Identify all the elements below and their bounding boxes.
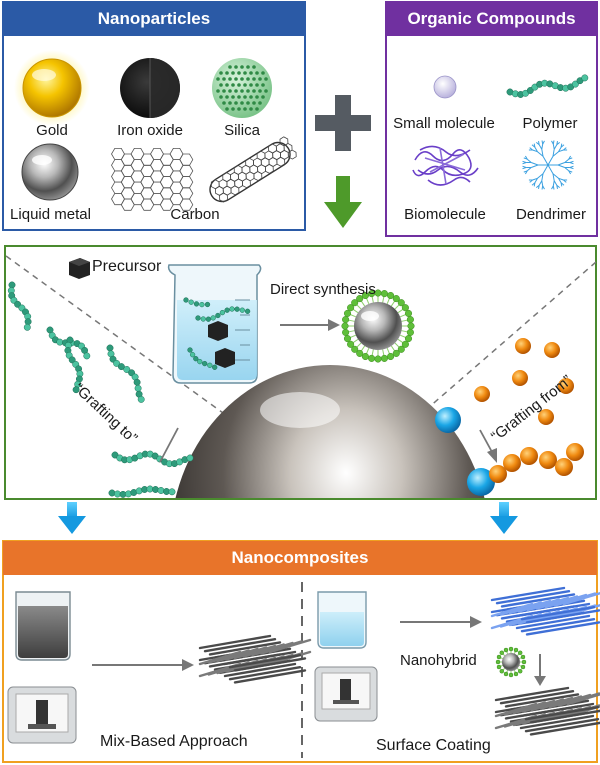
- precursor-label: Precursor: [92, 258, 162, 275]
- gray-scaffold-right-icon: [494, 686, 600, 736]
- coated-nanoparticle-icon: [341, 289, 415, 363]
- nanohybrid-label: Nanohybrid: [400, 652, 477, 669]
- direct-synthesis-label: Direct synthesis: [270, 281, 376, 298]
- small-molecule-icon: [433, 75, 457, 99]
- 3d-printer-right-icon: [314, 666, 378, 722]
- carbon-nanotube-icon: [209, 136, 297, 203]
- silica-label: Silica: [224, 122, 260, 139]
- surface-coating-label: Surface Coating: [376, 737, 491, 754]
- liquid-metal-nanoparticle-icon: [21, 143, 79, 201]
- small-molecule-label: Small molecule: [393, 115, 495, 132]
- direct-synthesis-arrow: [280, 319, 340, 331]
- grown-chain: [489, 443, 584, 483]
- gray-scaffold-left-icon: [198, 634, 312, 684]
- blue-scaffold-icon: [490, 586, 600, 636]
- organic-compounds-panel: [385, 1, 598, 237]
- green-down-arrow-icon: [324, 176, 362, 228]
- coating-process-arrow: [400, 616, 482, 628]
- iron-oxide-nanoparticle-icon: [120, 58, 180, 118]
- biomolecule-icon: [412, 145, 479, 186]
- plus-icon: [315, 95, 371, 151]
- mix-based-approach-label: Mix-Based Approach: [100, 733, 248, 750]
- carbon-label: Carbon: [170, 206, 220, 223]
- scaffold-down-arrow: [534, 654, 546, 686]
- dark-beaker-icon: [15, 591, 71, 661]
- grafting-to-arrow: [159, 427, 179, 463]
- mix-process-arrow: [92, 659, 194, 671]
- dendrimer-icon: [522, 140, 574, 190]
- graphene-icon: [111, 147, 194, 211]
- grafting-from-arrow: [479, 429, 497, 463]
- gold-label: Gold: [36, 122, 68, 139]
- central-nanoparticle: [175, 365, 485, 498]
- dendrimer-label: Dendrimer: [515, 206, 587, 223]
- beaker-icon: [167, 264, 262, 384]
- liquid-metal-label: Liquid metal: [10, 206, 91, 223]
- synthesis-panel: [4, 245, 597, 500]
- polymer-chains-left: [7, 281, 194, 498]
- polymer-chain-icon: [506, 74, 589, 98]
- silica-nanoparticle-icon: [212, 58, 272, 118]
- 3d-printer-left-icon: [7, 686, 77, 744]
- monomer-spheres: [474, 338, 574, 425]
- nanocomposites-title: Nanocomposites: [231, 548, 369, 567]
- precursor-cube-icon: [69, 258, 90, 279]
- blue-down-arrow-right-icon: [490, 502, 518, 534]
- nanocomposites-panel: [2, 540, 600, 763]
- water-beaker-icon: [317, 591, 367, 649]
- nanoparticles-panel: [2, 1, 306, 231]
- initiator-spheres: [435, 407, 495, 496]
- polymer-label: Polymer: [522, 115, 578, 132]
- blue-down-arrow-left-icon: [58, 502, 86, 534]
- organic-compounds-title: Organic Compounds: [407, 9, 576, 28]
- iron-oxide-label: Iron oxide: [117, 122, 183, 139]
- nanohybrid-icon: [495, 646, 527, 678]
- nanoparticles-title: Nanoparticles: [97, 9, 211, 28]
- gold-nanoparticle-icon: [14, 50, 90, 126]
- biomolecule-label: Biomolecule: [404, 206, 486, 223]
